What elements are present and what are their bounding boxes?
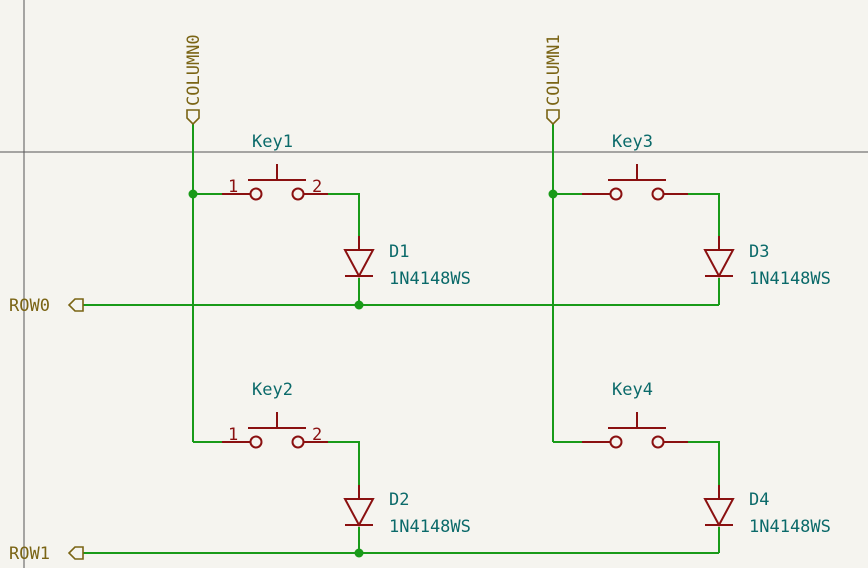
junction-row1-d2[interactable]	[354, 548, 364, 558]
junctions	[188, 189, 558, 558]
diode-d2[interactable]	[343, 485, 375, 528]
net-label-row0[interactable]: ROW0	[9, 296, 84, 316]
diode-d3-reference: D3	[749, 242, 769, 262]
diode-d4-reference: D4	[749, 490, 769, 510]
diode-d1[interactable]	[343, 236, 375, 279]
diode-d3-value: 1N4148WS	[749, 269, 831, 289]
switch-contact-right	[291, 187, 305, 201]
switch-key2-pin2-number: 2	[312, 425, 322, 445]
switch-key4[interactable]	[582, 412, 688, 449]
switch-contact-right	[651, 435, 665, 449]
net-label-row1-text: ROW1	[9, 544, 50, 564]
switch-key3-reference: Key3	[612, 132, 653, 152]
switch-contact-left	[609, 187, 623, 201]
wire-key1-to-d1[interactable]	[328, 193, 360, 236]
input-port-icon	[546, 109, 560, 126]
diode-d1-reference: D1	[389, 242, 409, 262]
net-label-row0-text: ROW0	[9, 296, 50, 316]
net-label-row1[interactable]: ROW1	[9, 544, 84, 564]
switch-contact-right	[291, 435, 305, 449]
net-label-column1[interactable]: COLUMN1	[544, 34, 564, 126]
net-label-column0-text: COLUMN0	[184, 34, 204, 106]
switch-key1-pin2-number: 2	[312, 177, 322, 197]
wire-key3-to-d3[interactable]	[688, 193, 720, 236]
junction-row0-d1[interactable]	[354, 300, 364, 310]
diode-triangle	[703, 249, 735, 279]
diode-d2-reference: D2	[389, 490, 409, 510]
input-port-icon	[67, 546, 84, 560]
switch-key1[interactable]	[222, 164, 328, 201]
switch-contact-left	[609, 435, 623, 449]
net-label-column1-text: COLUMN1	[544, 34, 564, 106]
diode-d1-value: 1N4148WS	[389, 269, 471, 289]
diode-d3[interactable]	[703, 236, 735, 279]
diode-triangle	[703, 498, 735, 528]
switch-key3[interactable]	[582, 164, 688, 201]
switch-key2-reference: Key2	[252, 380, 293, 400]
input-port-icon	[67, 298, 84, 312]
switch-key2[interactable]	[222, 412, 328, 449]
diode-triangle	[343, 498, 375, 528]
wire-key4-to-d4[interactable]	[688, 441, 720, 485]
diode-d2-value: 1N4148WS	[389, 517, 471, 537]
switch-contact-right	[651, 187, 665, 201]
input-port-icon	[186, 109, 200, 126]
junction-column1-key3[interactable]	[548, 189, 558, 199]
wire-key2-to-d2[interactable]	[328, 441, 360, 485]
diode-d4-value: 1N4148WS	[749, 517, 831, 537]
switch-contact-left	[249, 435, 263, 449]
diode-triangle	[343, 249, 375, 279]
junction-column0-key1[interactable]	[188, 189, 198, 199]
switch-contact-left	[249, 187, 263, 201]
switch-key2-pin1-number: 1	[228, 425, 238, 445]
switch-key1-pin1-number: 1	[228, 177, 238, 197]
net-label-column0[interactable]: COLUMN0	[184, 34, 204, 126]
wires	[83, 124, 720, 554]
switch-key4-reference: Key4	[612, 380, 653, 400]
diode-d4[interactable]	[703, 485, 735, 528]
switch-key1-reference: Key1	[252, 132, 293, 152]
